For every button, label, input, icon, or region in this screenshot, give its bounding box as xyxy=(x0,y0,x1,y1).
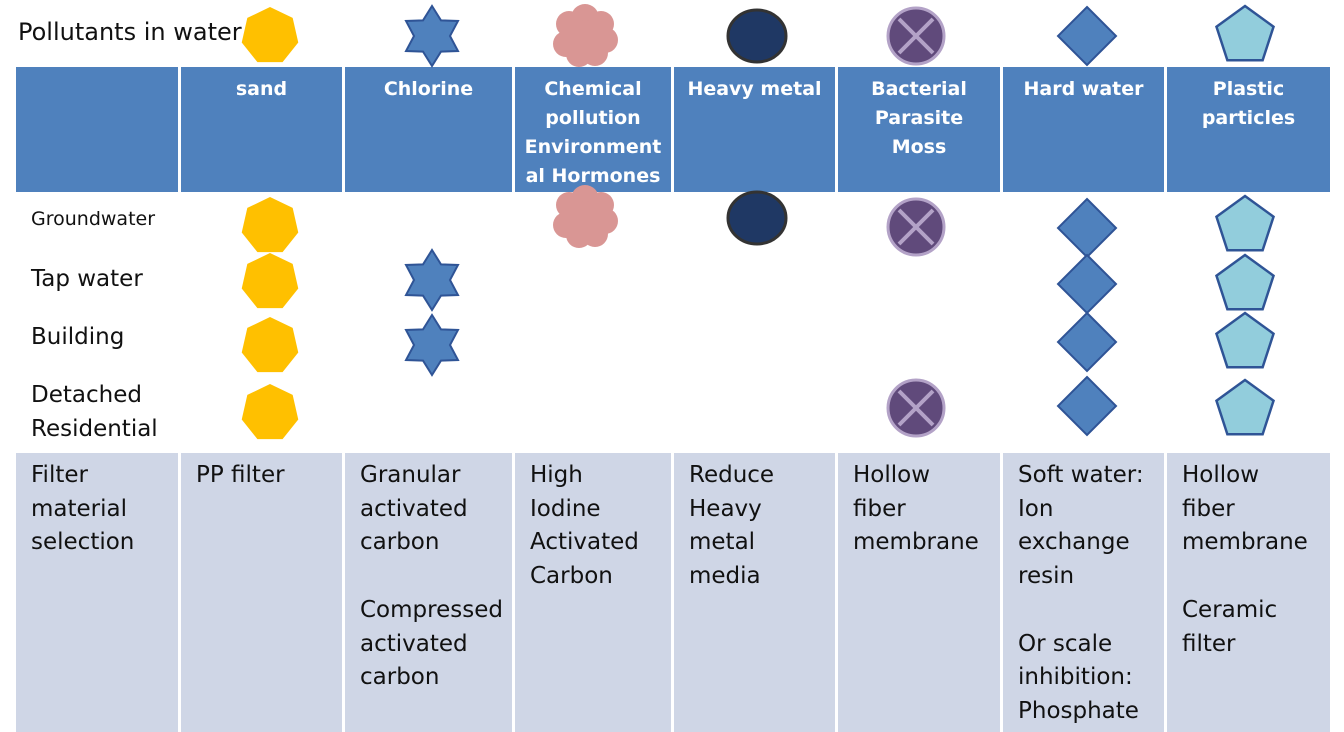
legend-diamond-icon xyxy=(1056,5,1118,67)
marker-crossed-circle-icon xyxy=(886,378,946,438)
header-cell-chlorine: Chlorine xyxy=(345,67,512,192)
header-cell-heavy-metal: Heavy metal xyxy=(674,67,835,192)
filter-cell-sand: PP filter xyxy=(181,453,342,732)
marker-star-icon xyxy=(404,313,460,377)
marker-pentagon-icon xyxy=(1215,378,1275,436)
filter-row-label: Filter material selection xyxy=(16,453,178,732)
header-cell-chemical-pollution-environment-al-hormones: Chemical pollution Environment al Hormon… xyxy=(515,67,671,192)
filter-cell-bacterial-parasite-moss: Hollow fiber membrane xyxy=(838,453,1000,732)
marker-pentagon-icon xyxy=(1215,194,1275,252)
marker-pentagon-icon xyxy=(1215,253,1275,311)
filter-cell-hard-water: Soft water: Ion exchange resin Or scale … xyxy=(1003,453,1164,732)
marker-heptagon-icon xyxy=(241,197,299,253)
marker-cloud-icon xyxy=(553,185,618,248)
row-label-tap-water: Tap water xyxy=(31,266,143,292)
legend-crossed-circle-icon xyxy=(886,6,946,66)
row-label-detached-residential: Detached Residential xyxy=(31,382,158,442)
filter-cell-chlorine: Granular activated carbon Compressed act… xyxy=(345,453,512,732)
header-cell-bacterial-parasite-moss: Bacterial Parasite Moss xyxy=(838,67,1000,192)
header-cell-sand: sand xyxy=(181,67,342,192)
filter-cell-chemical-pollution-environment-al-hormones: High Iodine Activated Carbon xyxy=(515,453,671,732)
marker-dark-circle-icon xyxy=(726,190,788,246)
legend-dark-circle-icon xyxy=(726,8,788,64)
marker-star-icon xyxy=(404,248,460,312)
marker-heptagon-icon xyxy=(241,317,299,373)
marker-diamond-icon xyxy=(1056,375,1118,437)
marker-heptagon-icon xyxy=(241,253,299,309)
marker-crossed-circle-icon xyxy=(886,197,946,257)
filter-cell-heavy-metal: Reduce Heavy metal media xyxy=(674,453,835,732)
legend-cloud-icon xyxy=(553,4,618,67)
row-label-groundwater: Groundwater xyxy=(31,208,156,230)
header-cell-blank xyxy=(16,67,178,192)
marker-heptagon-icon xyxy=(241,384,299,440)
header-cell-hard-water: Hard water xyxy=(1003,67,1164,192)
legend-heptagon-icon xyxy=(241,7,299,63)
header-cell-plastic-particles: Plastic particles xyxy=(1167,67,1330,192)
marker-pentagon-icon xyxy=(1215,311,1275,369)
row-label-building: Building xyxy=(31,324,125,350)
legend-title: Pollutants in water xyxy=(18,18,242,46)
legend-pentagon-icon xyxy=(1215,4,1275,62)
marker-diamond-icon xyxy=(1056,311,1118,373)
filter-cell-plastic-particles: Hollow fiber membrane Ceramic filter xyxy=(1167,453,1330,732)
legend-star-icon xyxy=(404,4,460,68)
